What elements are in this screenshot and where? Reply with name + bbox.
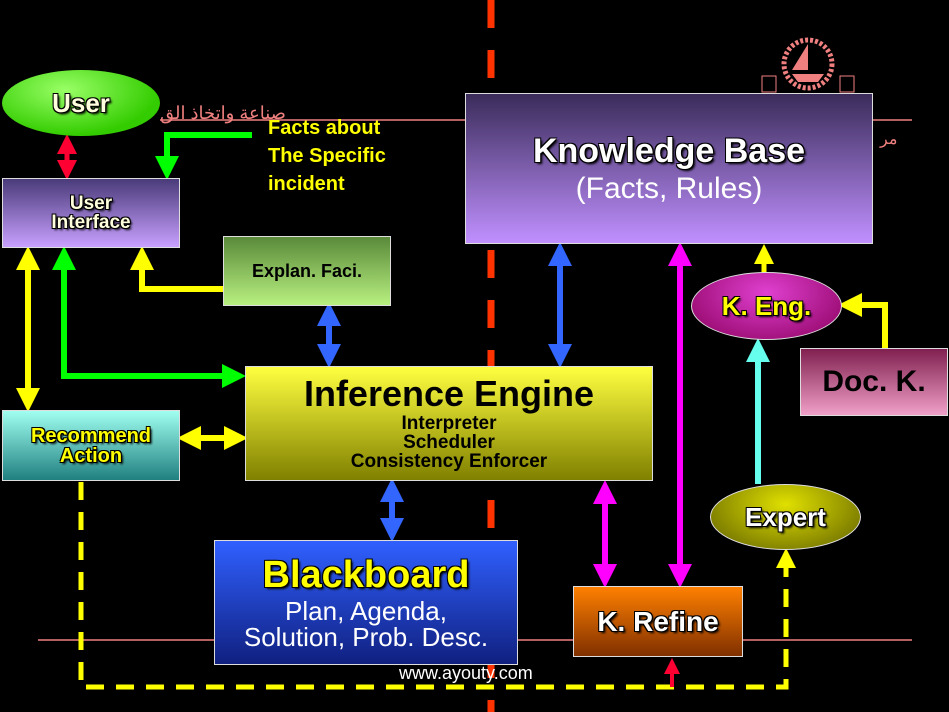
arrow-explan-ui	[130, 246, 223, 292]
dashed-feedback-loop	[78, 482, 796, 690]
explanation-facility-node: Explan. Faci.	[223, 236, 391, 306]
arrow-dock-keng	[838, 293, 888, 348]
recommend-label-2: Action	[59, 444, 123, 467]
facts-line-2: The Specific	[268, 145, 386, 167]
inference-engine-node: Inference Engine Interpreter Scheduler C…	[245, 366, 653, 481]
recommend-label-1: Recommend	[30, 424, 152, 447]
knowledge-base-title: Knowledge Base	[532, 131, 806, 170]
arabic-right-text: مر	[880, 131, 898, 148]
arabic-background-text: صناعة واتخاذ الق	[160, 103, 286, 123]
expert-label: Expert	[745, 502, 826, 532]
k-refine-label: K. Refine	[597, 605, 719, 637]
facts-line-3: incident	[268, 173, 345, 195]
documented-knowledge-node: Doc. K.	[800, 348, 948, 416]
k-eng-label: K. Eng.	[721, 291, 812, 321]
knowledge-base-node: Knowledge Base (Facts, Rules)	[465, 93, 873, 244]
facts-line-1: Facts about	[268, 117, 381, 139]
knowledge-refinement-node: K. Refine	[573, 586, 743, 657]
doc-k-label: Doc. K.	[822, 365, 926, 398]
blackboard-line-2: Solution, Prob. Desc.	[243, 621, 489, 652]
ui-label-2: Interface	[51, 212, 131, 233]
inference-engine-title: Inference Engine	[303, 373, 595, 414]
ie-line-interpreter: Interpreter	[401, 413, 497, 434]
user-node: User	[2, 70, 160, 136]
knowledge-engineer-node: K. Eng.	[691, 272, 842, 340]
website-watermark: www.ayouty.com	[399, 663, 533, 683]
ui-label-1: User	[69, 193, 113, 214]
expert-node: Expert	[710, 484, 861, 550]
arrow-ie-ui	[52, 246, 246, 388]
user-label: User	[52, 88, 110, 118]
explanation-label: Explan. Faci.	[251, 261, 363, 281]
blackboard-node: Blackboard Plan, Agenda, Solution, Prob.…	[214, 540, 518, 665]
blackboard-title: Blackboard	[262, 553, 470, 596]
university-logo	[758, 36, 858, 94]
ie-line-scheduler: Scheduler	[403, 432, 495, 453]
arrow-facts-ui	[155, 132, 252, 180]
blackboard-line-1: Plan, Agenda,	[285, 595, 447, 626]
knowledge-base-subtitle: (Facts, Rules)	[575, 171, 763, 205]
ie-line-consistency: Consistency Enforcer	[350, 451, 548, 472]
